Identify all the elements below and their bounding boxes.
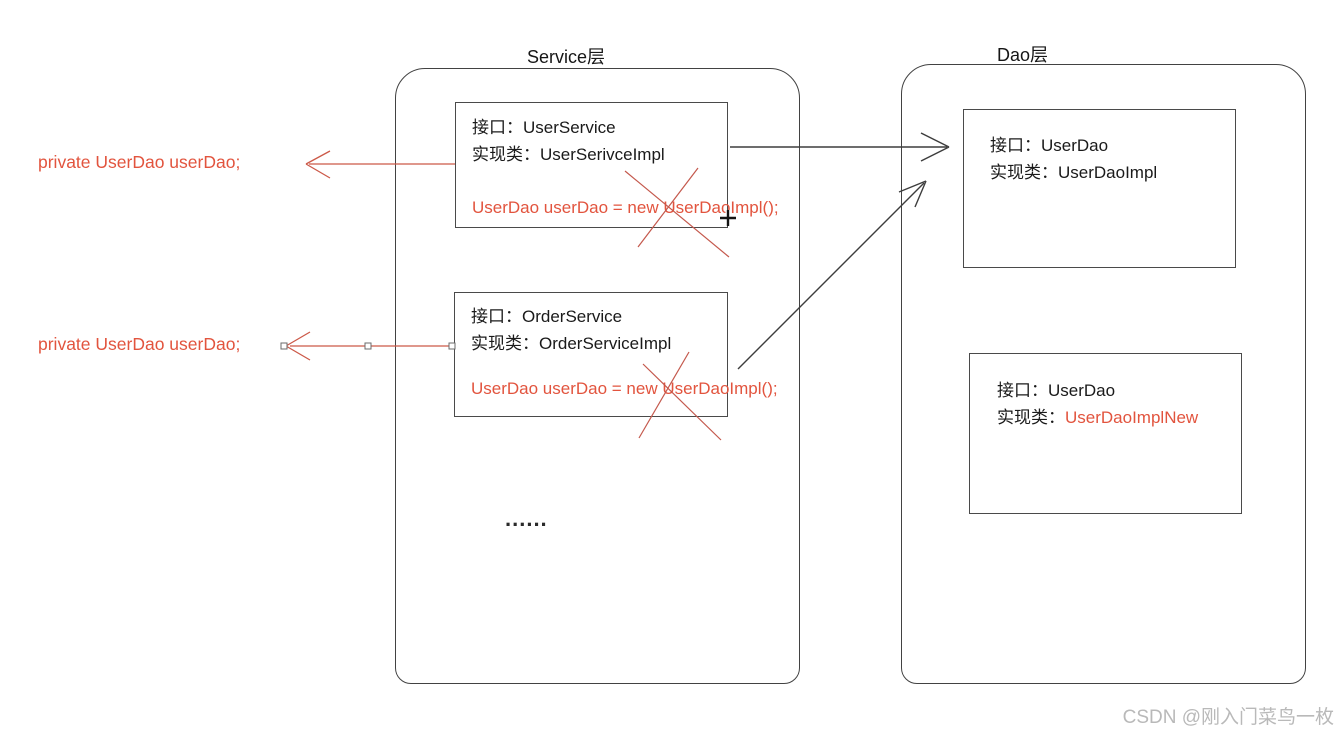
private-field-annotation-1: private UserDao userDao;	[38, 152, 241, 172]
user-dao-new-impl-line: 实现类：UserDaoImplNew	[997, 404, 1198, 431]
user-dao-impl-name: UserDaoImpl	[1058, 163, 1158, 182]
selection-handle-start[interactable]	[280, 342, 288, 350]
order-service-interface-line: 接口：OrderService	[471, 307, 623, 326]
service-layer-container[interactable]	[395, 68, 800, 684]
node-user-dao-new[interactable]	[969, 353, 1242, 514]
user-service-interface-line: 接口：UserService	[472, 118, 616, 137]
watermark-text: CSDN @刚入门菜鸟一枚	[1122, 707, 1334, 728]
user-service-impl-line: 实现类：UserSerivceImpl	[472, 145, 665, 164]
dao-layer-container[interactable]	[901, 64, 1306, 684]
service-layer-label: Service层	[527, 47, 606, 67]
node-user-service-text: 接口：UserService 实现类：UserSerivceImpl	[472, 114, 665, 168]
more-services-ellipsis: ......	[505, 506, 548, 531]
selection-handle-mid[interactable]	[364, 342, 372, 350]
dao-layer-label: Dao层	[997, 45, 1049, 65]
user-dao-impl-line: 实现类：UserDaoImpl	[990, 159, 1157, 186]
order-service-impl-line: 实现类：OrderServiceImpl	[471, 334, 672, 353]
user-dao-impl-prefix: 实现类：	[990, 163, 1058, 182]
node-user-dao-text: 接口：UserDao 实现类：UserDaoImpl	[990, 132, 1157, 186]
node-order-service-text: 接口：OrderService 实现类：OrderServiceImpl	[471, 303, 671, 357]
node-user-dao[interactable]	[963, 109, 1236, 268]
user-dao-new-interface-line: 接口：UserDao	[997, 381, 1116, 400]
user-dao-new-impl-name: UserDaoImplNew	[1065, 408, 1199, 427]
order-service-code-line: UserDao userDao = new UserDaoImpl();	[471, 379, 778, 398]
user-dao-new-impl-prefix: 实现类：	[997, 408, 1065, 427]
user-service-code-line: UserDao userDao = new UserDaoImpl();	[472, 198, 779, 217]
node-user-dao-new-text: 接口：UserDao 实现类：UserDaoImplNew	[997, 377, 1198, 431]
user-dao-interface-line: 接口：UserDao	[990, 136, 1109, 155]
private-field-annotation-2: private UserDao userDao;	[38, 334, 241, 354]
